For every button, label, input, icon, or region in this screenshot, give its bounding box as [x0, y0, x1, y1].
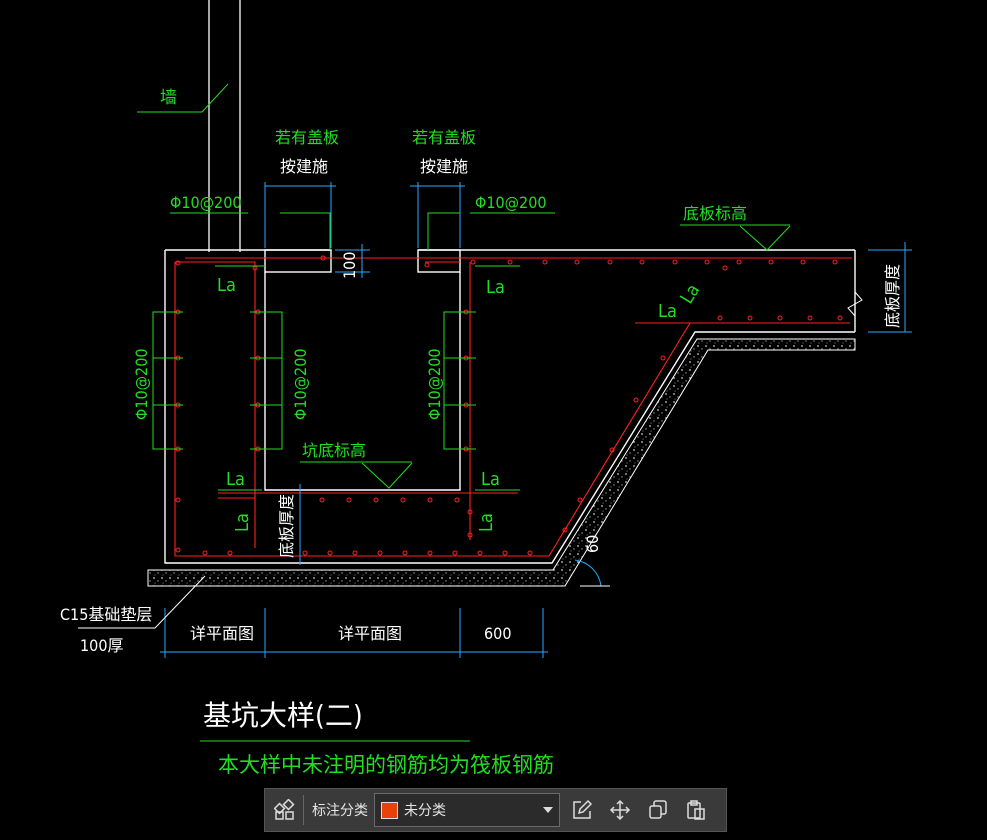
- la-label-5: La: [481, 469, 500, 490]
- layers-icon[interactable]: [271, 796, 299, 824]
- category-label: 标注分类: [312, 803, 368, 819]
- la-label-3: La: [658, 301, 677, 322]
- slab-elevation-label: 底板标高: [683, 204, 747, 223]
- rebar-label-vert-2: Φ10@200: [291, 348, 310, 420]
- category-color-swatch: [381, 801, 398, 819]
- rebar-label-vert-1: Φ10@200: [132, 348, 151, 420]
- paste-icon[interactable]: [682, 796, 710, 824]
- wall-label: 墙: [160, 88, 177, 108]
- la-label-4: La: [226, 469, 245, 490]
- break-symbol: [847, 291, 863, 317]
- chevron-down-icon: [543, 807, 553, 813]
- copy-icon[interactable]: [644, 796, 672, 824]
- la-label-7: La: [232, 513, 253, 532]
- wall-leader: [137, 83, 229, 113]
- slab-thickness-right: 底板厚度: [883, 264, 902, 328]
- concrete-outline: [164, 249, 856, 564]
- dim-100-label: 100: [340, 252, 359, 279]
- dimensions: [160, 182, 912, 658]
- la-label-1: La: [217, 275, 236, 296]
- la-label-2: La: [486, 277, 505, 298]
- cushion-label-1: C15基础垫层: [60, 605, 152, 624]
- cover-note-right-2: 按建施: [420, 157, 468, 176]
- elevation-markers: [300, 224, 791, 489]
- cover-note-left-1: 若有盖板: [275, 128, 339, 147]
- wall: [208, 0, 241, 252]
- rebar-label-top-right: Φ10@200: [475, 193, 547, 212]
- cover-note-right-1: 若有盖板: [412, 128, 476, 147]
- pit-bottom-elevation-label: 坑底标高: [302, 441, 366, 460]
- cushion-layer: [147, 338, 856, 587]
- move-icon[interactable]: [606, 796, 634, 824]
- toolbar-separator: [303, 795, 304, 825]
- rebar-label-vert-3: Φ10@200: [425, 348, 444, 420]
- la-label-6: La: [676, 280, 704, 307]
- rebar-label-top-left: Φ10@200: [170, 193, 242, 212]
- angle-label: 60: [583, 535, 602, 553]
- category-select-value: 未分类: [404, 803, 446, 819]
- edit-icon[interactable]: [568, 796, 596, 824]
- annotation-toolbar: 标注分类 未分类: [264, 788, 727, 832]
- la-label-8: La: [476, 513, 497, 532]
- rebar-dots: [175, 255, 843, 556]
- dim-left-label: 详平面图: [190, 624, 254, 643]
- category-select[interactable]: 未分类: [374, 793, 560, 827]
- dim-middle-label: 详平面图: [338, 624, 402, 643]
- leaders: [78, 575, 206, 629]
- drawing-title: 基坑大样(二): [203, 699, 363, 732]
- cushion-label-2: 100厚: [80, 636, 123, 655]
- note-text: 本大样中未注明的钢筋均为筏板钢筋: [218, 753, 554, 777]
- dim-right-label: 600: [484, 624, 511, 643]
- cover-note-left-2: 按建施: [280, 157, 328, 176]
- slab-thickness-left: 底板厚度: [277, 494, 296, 558]
- rebar-ticks: [152, 212, 555, 491]
